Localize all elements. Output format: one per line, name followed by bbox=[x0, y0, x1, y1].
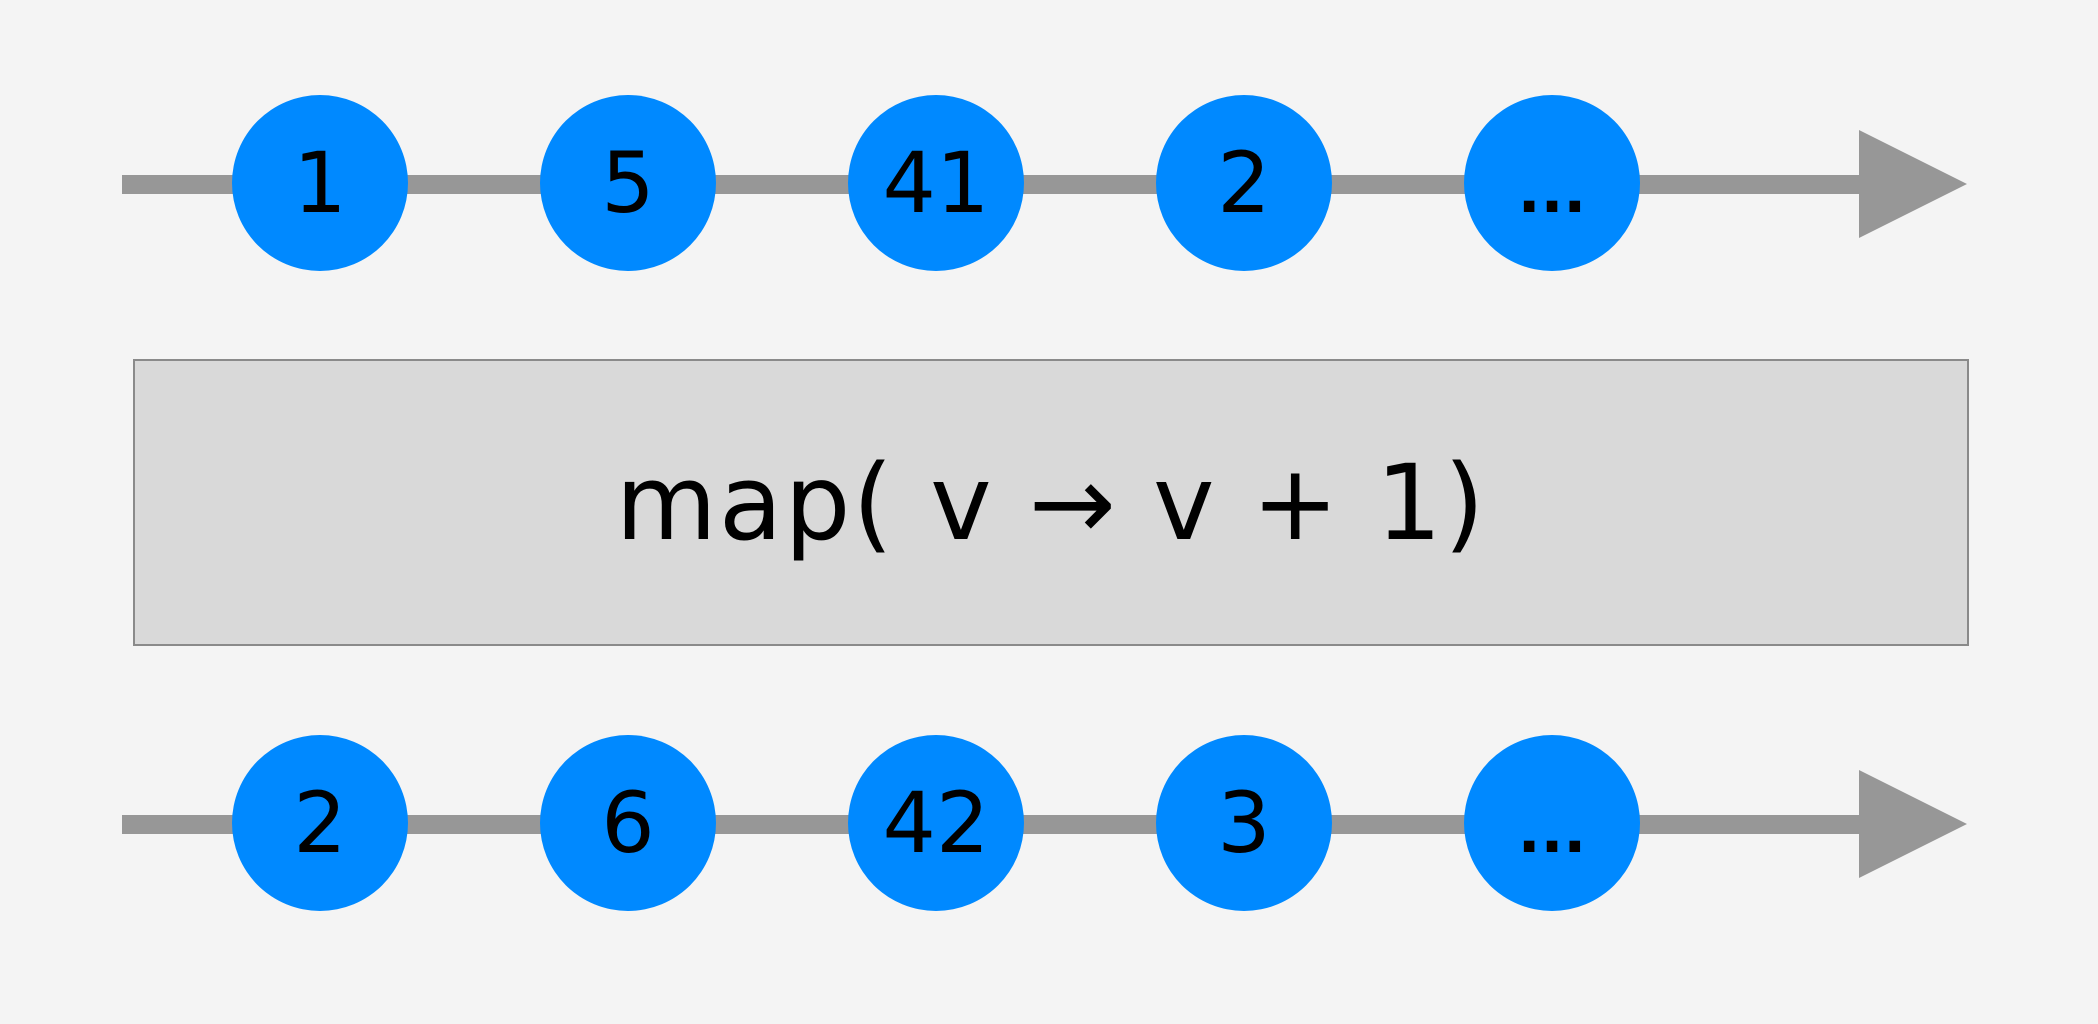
output-marble: 42 bbox=[848, 735, 1024, 911]
input-marble: 5 bbox=[540, 95, 716, 271]
input-stream: 1 5 41 2 ... bbox=[0, 84, 2098, 284]
input-marble: 2 bbox=[1156, 95, 1332, 271]
operator-box: map( v → v + 1) bbox=[133, 359, 1969, 646]
output-marble: 2 bbox=[232, 735, 408, 911]
output-arrowhead-icon bbox=[1859, 770, 1967, 878]
output-marble: 6 bbox=[540, 735, 716, 911]
output-stream: 2 6 42 3 ... bbox=[0, 724, 2098, 924]
input-marble-ellipsis: ... bbox=[1464, 95, 1640, 271]
input-arrowhead-icon bbox=[1859, 130, 1967, 238]
input-marble: 1 bbox=[232, 95, 408, 271]
output-marble-ellipsis: ... bbox=[1464, 735, 1640, 911]
output-marble: 3 bbox=[1156, 735, 1332, 911]
input-marble: 41 bbox=[848, 95, 1024, 271]
operator-label: map( v → v + 1) bbox=[615, 441, 1487, 564]
